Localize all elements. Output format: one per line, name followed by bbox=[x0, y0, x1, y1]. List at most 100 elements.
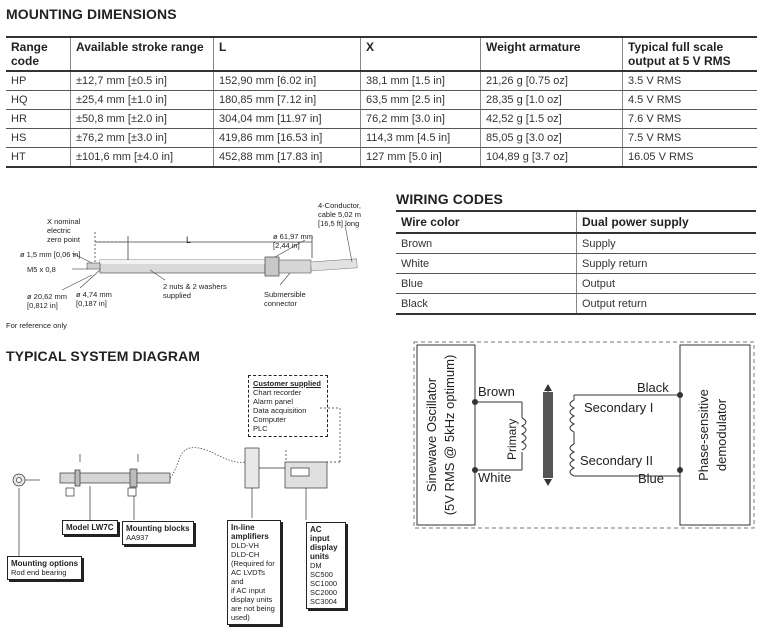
wiring-title: WIRING CODES bbox=[396, 191, 503, 207]
mounting-header-row: Range code Available stroke range L X We… bbox=[6, 36, 757, 72]
cell: HT bbox=[6, 147, 71, 168]
customer-item: Alarm panel bbox=[253, 397, 294, 406]
secondary2-label: Secondary II bbox=[580, 453, 653, 468]
col-output: Typical full scale output at 5 V RMS bbox=[622, 36, 757, 72]
m5-label: M5 x 0,8 bbox=[27, 265, 56, 274]
text-line: [0,812 in] bbox=[27, 301, 58, 310]
leader-line bbox=[71, 252, 93, 264]
brown-label: Brown bbox=[478, 384, 515, 399]
inline-item: if AC input bbox=[231, 586, 266, 595]
cell: HS bbox=[6, 128, 71, 148]
blue-label: Blue bbox=[638, 471, 664, 486]
inline-item: are not being bbox=[231, 604, 275, 613]
inline-amplifiers-box: In-line amplifiers DLD-VH DLD-CH (Requir… bbox=[227, 520, 281, 625]
terminal-dot bbox=[677, 467, 683, 473]
display-screen bbox=[290, 467, 310, 477]
primary-label: Primary bbox=[505, 419, 519, 460]
table-row: HS ±76,2 mm [±3.0 in] 419,86 mm [16.53 i… bbox=[6, 128, 757, 148]
col-wire-color: Wire color bbox=[396, 210, 577, 234]
dim-1-5-label: ø 1,5 mm [0,06 in] bbox=[20, 250, 81, 259]
cell: 4.5 V RMS bbox=[622, 90, 757, 110]
table-row: Brown Supply bbox=[396, 233, 756, 254]
cell: 63,5 mm [2.5 in] bbox=[360, 90, 481, 110]
table-row: HP ±12,7 mm [±0.5 in] 152,90 mm [6.02 in… bbox=[6, 71, 757, 91]
leader-line bbox=[149, 269, 166, 281]
ac-title: units bbox=[310, 552, 330, 561]
leader-line bbox=[79, 269, 101, 289]
cell: 38,1 mm [1.5 in] bbox=[360, 71, 481, 91]
dim-20-62-label: ø 20,62 mm [0,812 in] bbox=[27, 292, 67, 310]
text-line: 2 nuts & 2 washers bbox=[163, 282, 227, 291]
demodulator-label-2: demodulator bbox=[714, 398, 729, 471]
text-line: zero point bbox=[47, 235, 80, 244]
cell: 3.5 V RMS bbox=[622, 71, 757, 91]
leader-line bbox=[279, 272, 291, 286]
mounting-blocks-part: AA937 bbox=[126, 533, 149, 542]
text-line: connector bbox=[264, 299, 297, 308]
secondary-coil-2 bbox=[569, 443, 576, 477]
text-line: supplied bbox=[163, 291, 191, 300]
cell: Brown bbox=[396, 233, 577, 254]
cell: 419,86 mm [16.53 in] bbox=[213, 128, 361, 148]
text-line: ø 20,62 mm bbox=[27, 292, 68, 301]
dim-61-97-label: ø 61,97 mm [2,44 in] bbox=[273, 232, 313, 250]
oscillator-label-2: (5V RMS @ 5kHz optimum) bbox=[442, 355, 457, 516]
secondary1-label: Secondary I bbox=[584, 400, 653, 415]
inline-item: AC LVDTs and bbox=[231, 568, 266, 586]
cell: 114,3 mm [4.5 in] bbox=[360, 128, 481, 148]
text-line: [16,5 ft] long bbox=[318, 219, 360, 228]
mounting-options-title: Mounting options bbox=[11, 559, 79, 568]
x-nominal-label: X nominal electric zero point bbox=[47, 217, 80, 244]
mounting-table: Range code Available stroke range L X We… bbox=[6, 36, 757, 168]
inline-item: DLD-CH bbox=[231, 550, 260, 559]
cell: 104,89 g [3.7 oz] bbox=[480, 147, 623, 168]
text-line: ø 4,74 mm bbox=[76, 290, 112, 299]
model-label-box: Model LW7C bbox=[62, 520, 118, 535]
inline-title: In-line bbox=[231, 523, 255, 532]
cell: 28,35 g [1.0 oz] bbox=[480, 90, 623, 110]
oscillator-label-1: Sinewave Oscillator bbox=[424, 377, 439, 492]
col-stroke-range: Available stroke range bbox=[70, 36, 214, 72]
primary-coil bbox=[520, 417, 527, 451]
customer-supplied-title: Customer supplied bbox=[253, 379, 321, 388]
ac-item: SC2000 bbox=[310, 588, 338, 597]
cell: ±76,2 mm [±3.0 in] bbox=[70, 128, 214, 148]
cell: 16.05 V RMS bbox=[622, 147, 757, 168]
cell: Supply return bbox=[576, 253, 756, 274]
system-title: TYPICAL SYSTEM DIAGRAM bbox=[6, 348, 201, 364]
table-row: HR ±50,8 mm [±2.0 in] 304,04 mm [11.97 i… bbox=[6, 109, 757, 129]
white-label: White bbox=[478, 470, 511, 485]
terminal-dot bbox=[472, 467, 478, 473]
system-diagram bbox=[12, 407, 341, 556]
cell: 452,88 mm [17.83 in] bbox=[213, 147, 361, 168]
text-line: 4-Conductor, bbox=[318, 201, 361, 210]
model-label: Model LW7C bbox=[66, 523, 114, 532]
lvdt-armature-tip bbox=[86, 262, 101, 270]
ac-title: display bbox=[310, 543, 338, 552]
cable bbox=[169, 447, 246, 479]
cell: 127 mm [5.0 in] bbox=[360, 147, 481, 168]
mount-clamp bbox=[74, 469, 81, 487]
cell: 21,26 g [0.75 oz] bbox=[480, 71, 623, 91]
table-row: HQ ±25,4 mm [±1.0 in] 180,85 mm [7.12 in… bbox=[6, 90, 757, 110]
inline-item: used) bbox=[231, 613, 250, 622]
ac-display-box: AC input display units DM SC500 SC1000 S… bbox=[306, 522, 346, 609]
cell: ±12,7 mm [±0.5 in] bbox=[70, 71, 214, 91]
lvdt-body-highlight bbox=[100, 260, 265, 264]
cell: HP bbox=[6, 71, 71, 91]
inline-item: display units bbox=[231, 595, 273, 604]
schematic-frame bbox=[413, 341, 755, 529]
cell: Output return bbox=[576, 293, 756, 315]
dimension-drawing bbox=[61, 224, 358, 291]
reference-note: For reference only bbox=[6, 321, 67, 330]
leader-line bbox=[274, 239, 306, 258]
cell: Blue bbox=[396, 273, 577, 294]
table-row: HT ±101,6 mm [±4.0 in] 452,88 mm [17.83 … bbox=[6, 147, 757, 168]
cell: 152,90 mm [6.02 in] bbox=[213, 71, 361, 91]
text-line: [0,187 in] bbox=[76, 299, 107, 308]
cell: 7.6 V RMS bbox=[622, 109, 757, 129]
cell: 304,04 mm [11.97 in] bbox=[213, 109, 361, 129]
wiring-table: Wire color Dual power supply Brown Suppl… bbox=[396, 210, 756, 315]
ac-title: AC input bbox=[310, 525, 330, 543]
cell: Black bbox=[396, 293, 577, 315]
